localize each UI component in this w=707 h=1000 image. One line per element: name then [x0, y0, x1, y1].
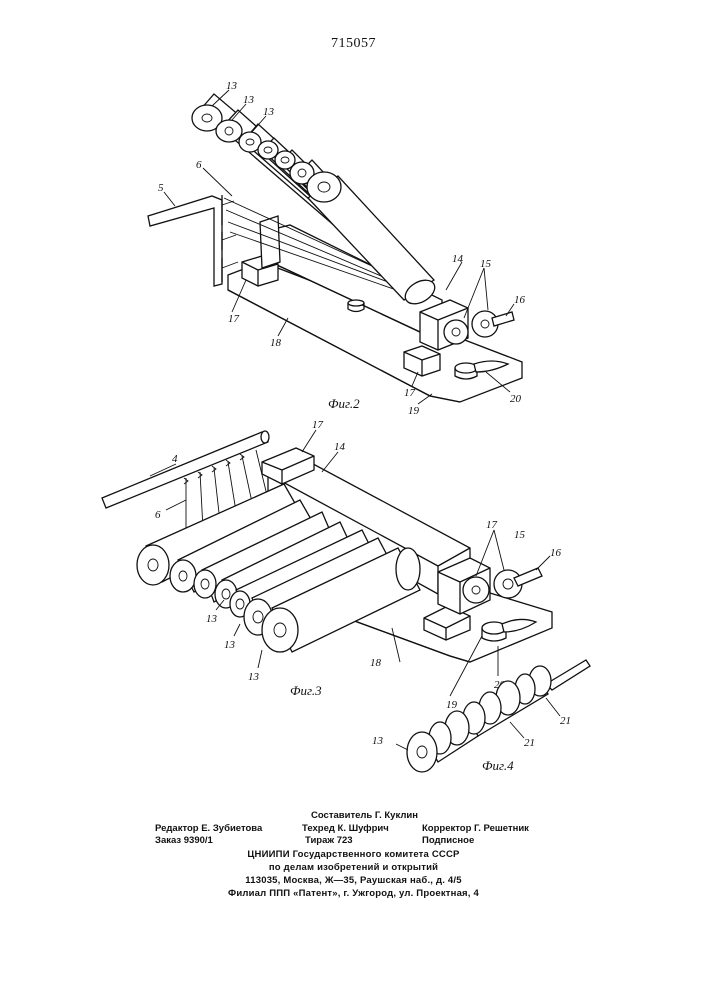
fig3-gear	[463, 577, 489, 603]
fig3-label: 17	[312, 419, 324, 431]
fig2-label: 13	[226, 80, 238, 92]
fig2-caption: Фиг.2	[328, 396, 360, 411]
fig3-label: 15	[514, 529, 526, 541]
editor: Редактор Е. Зубиетова	[155, 823, 262, 834]
figure-3: 4 17 14 6 17 15 16 13 13 13 18 19 20 Фиг…	[102, 419, 562, 711]
imprint-line: 113035, Москва, Ж—35, Раушская наб., д. …	[0, 874, 707, 887]
fig2-label: 19	[408, 405, 420, 417]
fig2-label: 16	[514, 294, 526, 306]
circulation: Тираж 723	[305, 835, 353, 846]
fig2-gear	[444, 320, 468, 344]
fig3-label: 14	[334, 441, 346, 453]
fig4-label: 21	[560, 715, 571, 727]
fig2-label: 17	[404, 387, 416, 399]
fig2-label: 18	[270, 337, 282, 349]
fig3-label: 18	[370, 657, 382, 669]
subscription: Подписное	[422, 835, 474, 846]
techred: Техред К. Шуфрич	[302, 823, 389, 834]
fig3-rod	[102, 432, 268, 508]
figure-2: 13 13 13 6 5 14 15 16 17 18 17 19 20 Фиг…	[148, 80, 526, 417]
fig4-roller-end	[407, 732, 437, 772]
compiler: Составитель Г. Куклин	[311, 810, 418, 821]
fig3-label: 13	[248, 671, 260, 683]
fig4-caption: Фиг.4	[482, 758, 514, 773]
patent-drawings: 13 13 13 6 5 14 15 16 17 18 17 19 20 Фиг…	[0, 0, 707, 800]
fig4-label: 13	[372, 735, 384, 747]
fig3-label: 17	[486, 519, 498, 531]
figure-4: 21 21 13 Фиг.4	[372, 660, 590, 773]
fig2-label: 15	[480, 258, 492, 270]
fig2-label: 14	[452, 253, 464, 265]
imprint-block: ЦНИИПИ Государственного комитета СССР по…	[0, 848, 707, 900]
imprint-line: ЦНИИПИ Государственного комитета СССР	[0, 848, 707, 861]
fig4-label: 21	[524, 737, 535, 749]
fig3-label: 13	[224, 639, 236, 651]
imprint-line: Филиал ППП «Патент», г. Ужгород, ул. Про…	[0, 887, 707, 900]
fig3-label: 6	[155, 509, 161, 521]
fig2-label: 20	[510, 393, 522, 405]
fig3-caption: Фиг.3	[290, 683, 322, 698]
fig2-label: 5	[158, 182, 164, 194]
fig3-label: 4	[172, 453, 178, 465]
fig3-label: 16	[550, 547, 562, 559]
fig2-label: 13	[243, 94, 255, 106]
imprint-line: по делам изобретений и открытий	[0, 861, 707, 874]
fig3-label: 13	[206, 613, 218, 625]
fig2-label: 17	[228, 313, 240, 325]
fig2-rod	[148, 196, 222, 286]
fig2-label: 13	[263, 106, 275, 118]
fig2-label: 6	[196, 159, 202, 171]
order: Заказ 9390/1	[155, 835, 213, 846]
corrector: Корректор Г. Решетник	[422, 823, 529, 834]
fig3-label: 19	[446, 699, 458, 711]
